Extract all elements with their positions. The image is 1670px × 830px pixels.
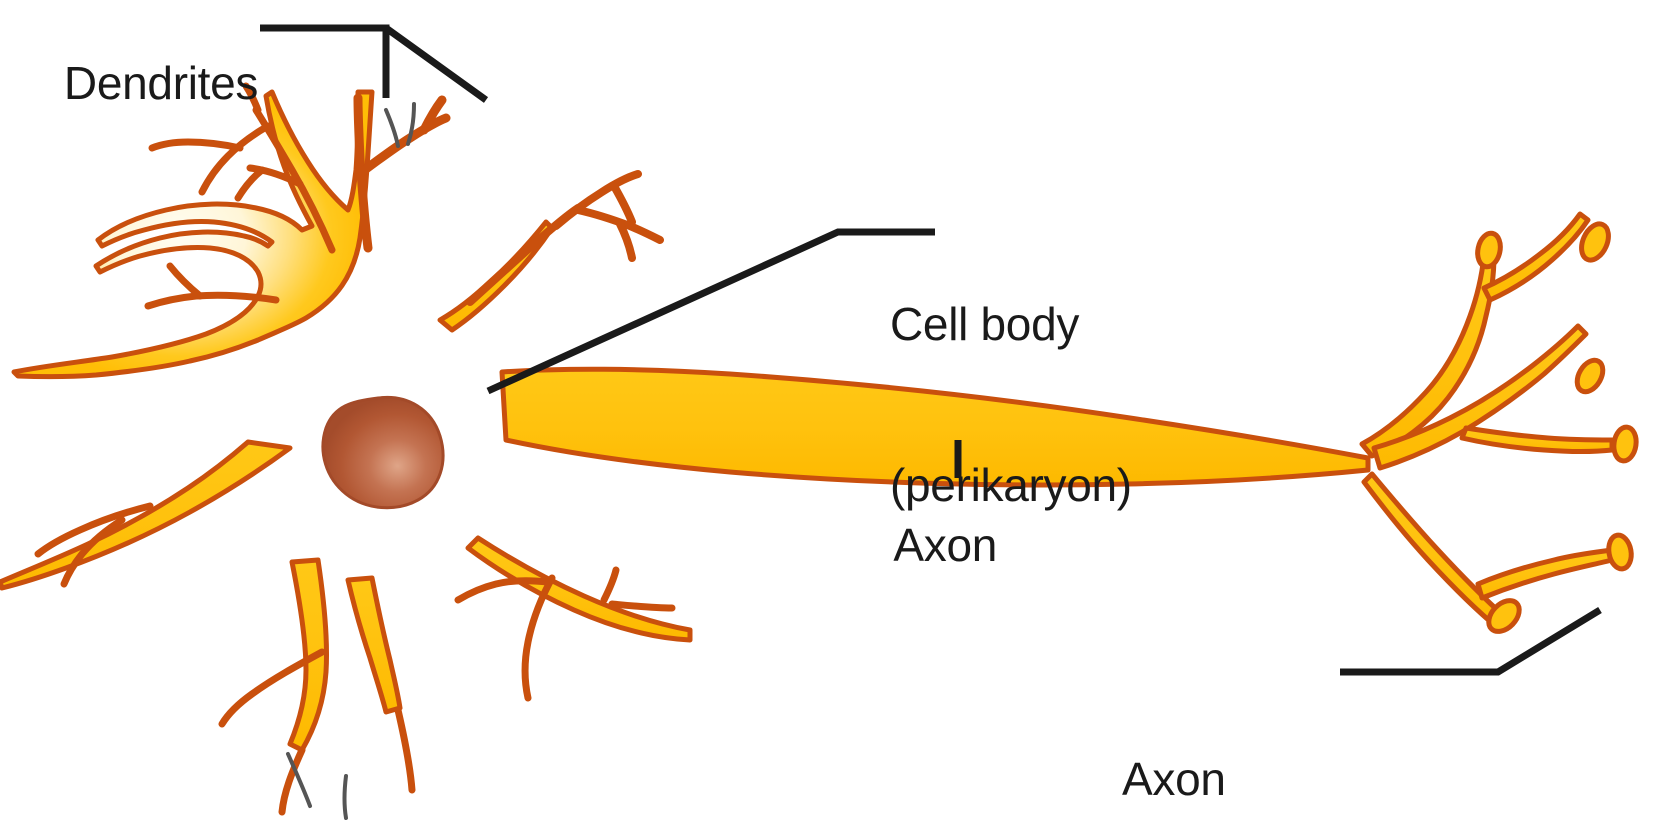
dendrite-tc-main xyxy=(353,93,373,253)
cut-mark-bottom-1 xyxy=(286,752,312,808)
dendrite-bottom-left-branch xyxy=(218,648,326,728)
terminal-bulb-3 xyxy=(1574,357,1606,395)
dendrite-ur-branch-down-tip xyxy=(616,220,636,262)
nucleus xyxy=(321,395,445,510)
dendrite-bottom-left-tip xyxy=(278,746,306,816)
label-cell-body: Cell body (perikaryon) xyxy=(890,190,1132,621)
dendrite-right-lower-extension xyxy=(608,600,676,612)
lower-dendrites xyxy=(34,502,693,816)
terminal-branch-upper-right xyxy=(1481,211,1591,303)
terminal-branch-lower-right xyxy=(1475,547,1615,601)
dendrite-tc-branch-right xyxy=(357,113,451,177)
label-axon-terminals-line1: Axon xyxy=(1122,752,1226,805)
leader-lines xyxy=(260,24,1602,676)
label-axon-terminals: Axon terminals xyxy=(1122,645,1306,830)
dendrite-tc-branch-right-tip xyxy=(419,95,447,135)
dendrite-bottom-center-trunk xyxy=(345,575,403,715)
terminal-bulb-6 xyxy=(1486,598,1522,634)
terminal-branch-lower xyxy=(1361,471,1509,631)
dendrite-ul-branch-3b xyxy=(166,262,204,300)
dendrite-ul-branch-1 xyxy=(198,122,272,196)
label-axon: Axon xyxy=(846,465,997,626)
terminal-bulb-4 xyxy=(1611,424,1639,464)
cut-off-marks xyxy=(286,102,416,820)
axon-terminal-branches xyxy=(1359,211,1615,631)
leader-line-dendrites xyxy=(260,24,489,103)
terminal-branch-flat xyxy=(1459,425,1615,454)
dendrite-left-lower xyxy=(0,439,293,591)
dendrite-ur-branch-up xyxy=(552,170,642,230)
label-dendrites-text: Dendrites xyxy=(63,56,259,109)
label-cell-body-line2: (perikaryon) xyxy=(890,459,1132,512)
label-cell-body-line1: Cell body xyxy=(890,297,1080,350)
dendrite-right-lower-branch-a xyxy=(521,574,556,702)
axon-trunk xyxy=(499,366,1371,488)
axon-terminal-bulbs xyxy=(1475,221,1639,634)
label-dendrites: Dendrites xyxy=(14,3,258,164)
dendrite-ul-branch-2b xyxy=(234,166,266,202)
upper-left-dendrites xyxy=(144,82,336,310)
dendrite-left-mid-a xyxy=(34,502,154,558)
upper-right-dendrites xyxy=(466,170,664,306)
dendrite-ur-branch-up-tip xyxy=(610,182,636,226)
terminal-bulb-1 xyxy=(1475,230,1503,270)
label-axon-text: Axon xyxy=(893,518,998,571)
leader-line-axon-terminals xyxy=(1340,607,1602,676)
dendrite-right-lower-arm xyxy=(465,535,693,643)
dendrite-left-mid-b xyxy=(60,516,126,588)
dendrite-bottom-center-tip xyxy=(394,706,416,794)
dendrite-ur-branch-down xyxy=(574,206,664,244)
terminal-bulb-5 xyxy=(1606,532,1634,572)
dendrite-right-lower-branch-b xyxy=(454,577,552,604)
cut-mark-top-1 xyxy=(384,108,400,148)
cut-mark-bottom-2 xyxy=(342,774,348,820)
dendrite-ul-branch-2 xyxy=(246,164,304,188)
cut-mark-top-2 xyxy=(406,102,416,146)
dendrite-ul-branch-1b xyxy=(148,138,244,152)
dendrite-ul-tip-a xyxy=(242,82,262,114)
terminal-bulb-2 xyxy=(1579,221,1611,263)
leader-line-cell-body xyxy=(486,228,935,395)
dendrite-right-lower-hook xyxy=(600,566,620,604)
soma-group xyxy=(0,89,555,591)
dendrite-bottom-left-trunk xyxy=(287,557,330,753)
